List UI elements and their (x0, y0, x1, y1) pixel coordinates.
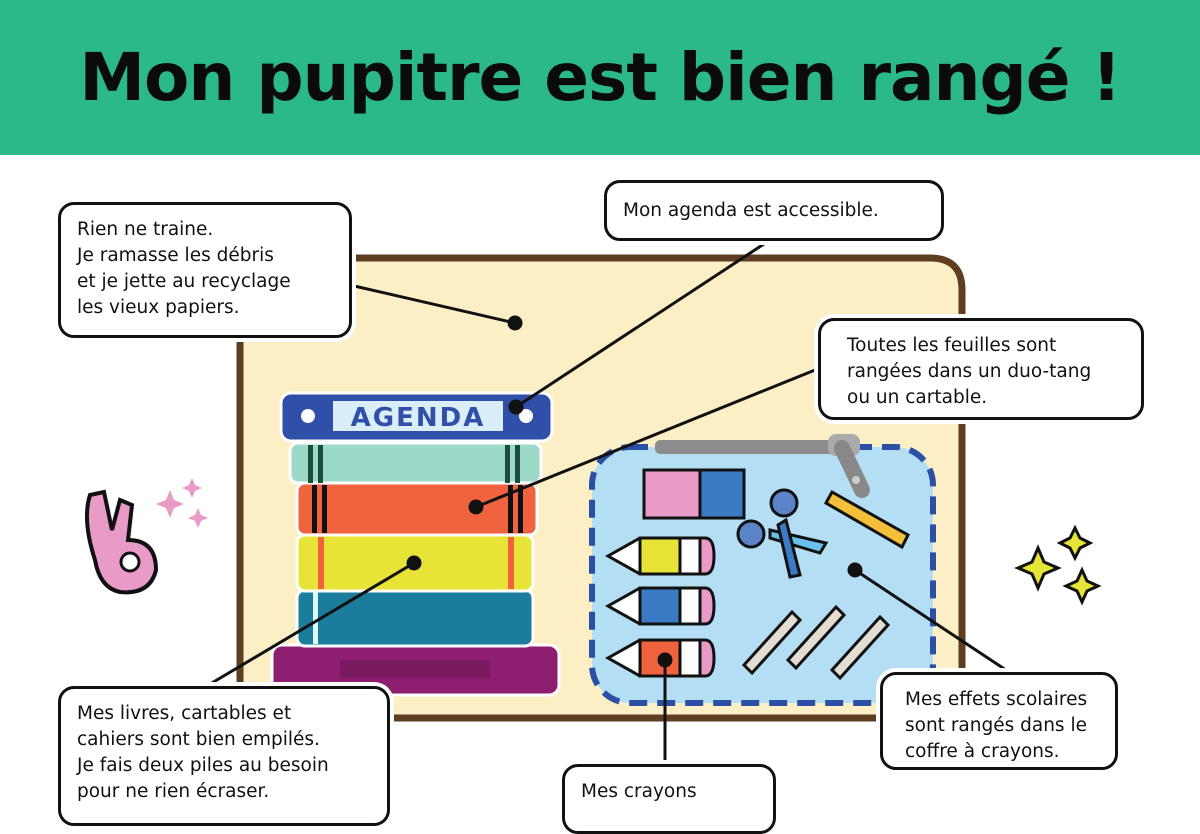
book-mint (288, 441, 543, 485)
callout-text: les vieux papiers. (77, 297, 240, 318)
scissors-icon (736, 488, 829, 579)
book-teal (295, 588, 535, 648)
callout-books: Mes livres, cartables et cahiers sont bi… (58, 686, 390, 826)
callout-agenda: Mon agenda est accessible. (604, 180, 944, 241)
callout-text: rangées dans un duo-tang (847, 361, 1092, 382)
highlighter-icon (741, 604, 891, 681)
callout-supplies: Mes effets scolaires sont rangés dans le… (880, 672, 1118, 770)
ruler-icon (823, 489, 910, 550)
callout-text: cahiers sont bien empilés. (77, 729, 320, 750)
callout-text: pour ne rien écraser. (77, 781, 270, 802)
callout-sheets: Toutes les feuilles sont rangées dans un… (818, 318, 1144, 420)
callout-text: sont rangés dans le (905, 715, 1087, 736)
sparkles-icon (1014, 524, 1102, 606)
callout-text: Mon agenda est accessible. (623, 200, 879, 221)
callout-floor: Rien ne traine. Je ramasse les débris et… (58, 202, 352, 338)
desk-illustration: AGENDA (85, 238, 1102, 766)
callout-text: ou un cartable. (847, 387, 988, 408)
book-stack: AGENDA (270, 391, 561, 697)
eraser-icon (642, 468, 746, 520)
leader-lines (199, 238, 1013, 766)
callout-text: Rien ne traine. (77, 219, 214, 240)
header-banner: Mon pupitre est bien rangé ! (0, 0, 1200, 155)
callout-text: Mes livres, cartables et (77, 703, 292, 724)
page-title: Mon pupitre est bien rangé ! (79, 39, 1121, 116)
pencil-case (589, 434, 936, 706)
agenda-label: AGENDA (351, 403, 486, 433)
callout-pencils: Mes crayons (562, 764, 776, 834)
callout-text: coffre à crayons. (905, 741, 1060, 762)
callout-text: Toutes les feuilles sont (847, 335, 1057, 356)
sparkles-icon (156, 478, 208, 528)
zipper-icon (655, 434, 870, 498)
callout-text: Je fais deux piles au besoin (77, 755, 329, 776)
pencil-icon (604, 536, 716, 678)
ok-hand-icon (85, 489, 159, 595)
callout-text: Mes crayons (581, 781, 697, 802)
callout-text: Mes effets scolaires (905, 689, 1088, 710)
callout-text: et je jette au recyclage (77, 271, 291, 292)
book-orange (295, 481, 539, 537)
callout-text: Je ramasse les débris (77, 245, 274, 266)
